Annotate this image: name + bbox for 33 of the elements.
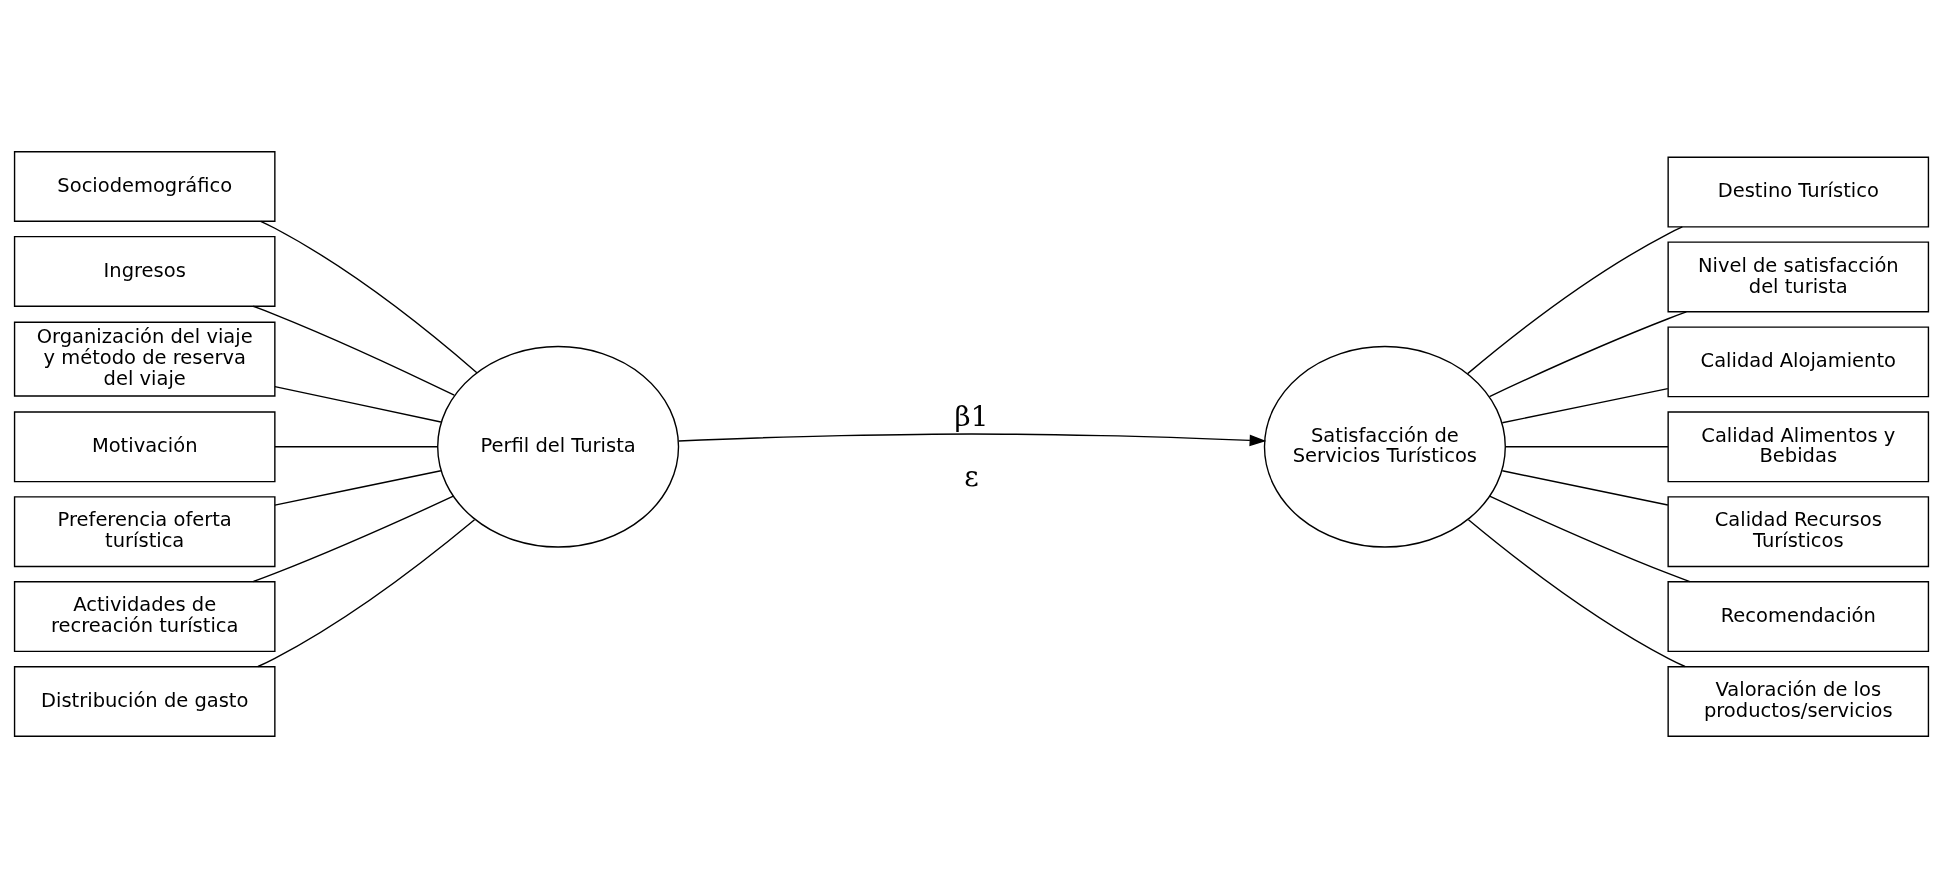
node-box: Recomendación (1666, 580, 1929, 652)
node-box: Sociodemográfico (13, 150, 276, 222)
node-box: Nivel de satisfacción del turista (1666, 240, 1929, 312)
connector (273, 385, 442, 423)
connector (1501, 469, 1669, 506)
node-box: Actividades de recreación turística (13, 580, 276, 652)
node-box: Distribución de gasto (13, 665, 276, 737)
connector (1504, 445, 1669, 447)
node-box: Ingresos (13, 235, 276, 307)
connector (252, 495, 454, 582)
connector (1501, 387, 1669, 423)
label: ε (963, 459, 979, 493)
connector (1466, 225, 1683, 374)
connector (259, 220, 478, 373)
edge-label: β1 (954, 399, 988, 433)
connector (1467, 518, 1686, 667)
node-box: Destino Turístico (1666, 156, 1929, 228)
node-box: Preferencia oferta turística (13, 495, 276, 567)
connector (1488, 310, 1687, 397)
node-box: Calidad Alojamiento (1666, 325, 1929, 397)
node-box: Calidad Alimentos y Bebidas (1666, 410, 1929, 482)
connector (1488, 495, 1690, 582)
arrow (677, 432, 1266, 446)
node-box: Organización del viaje y método de reserva del viaje (13, 321, 276, 397)
node-box: Calidad Recursos Turísticos (1666, 495, 1929, 567)
node-ellipse: Satisfacción de Servicios Turísticos (1263, 345, 1506, 548)
connector (273, 469, 442, 506)
node-ellipse: Perfil del Turista (436, 345, 679, 548)
connector (256, 518, 475, 667)
node-box: Valoración de los productos/servicios (1666, 665, 1929, 737)
node-box: Motivación (13, 410, 276, 482)
connector (273, 445, 438, 447)
connector (252, 305, 455, 396)
